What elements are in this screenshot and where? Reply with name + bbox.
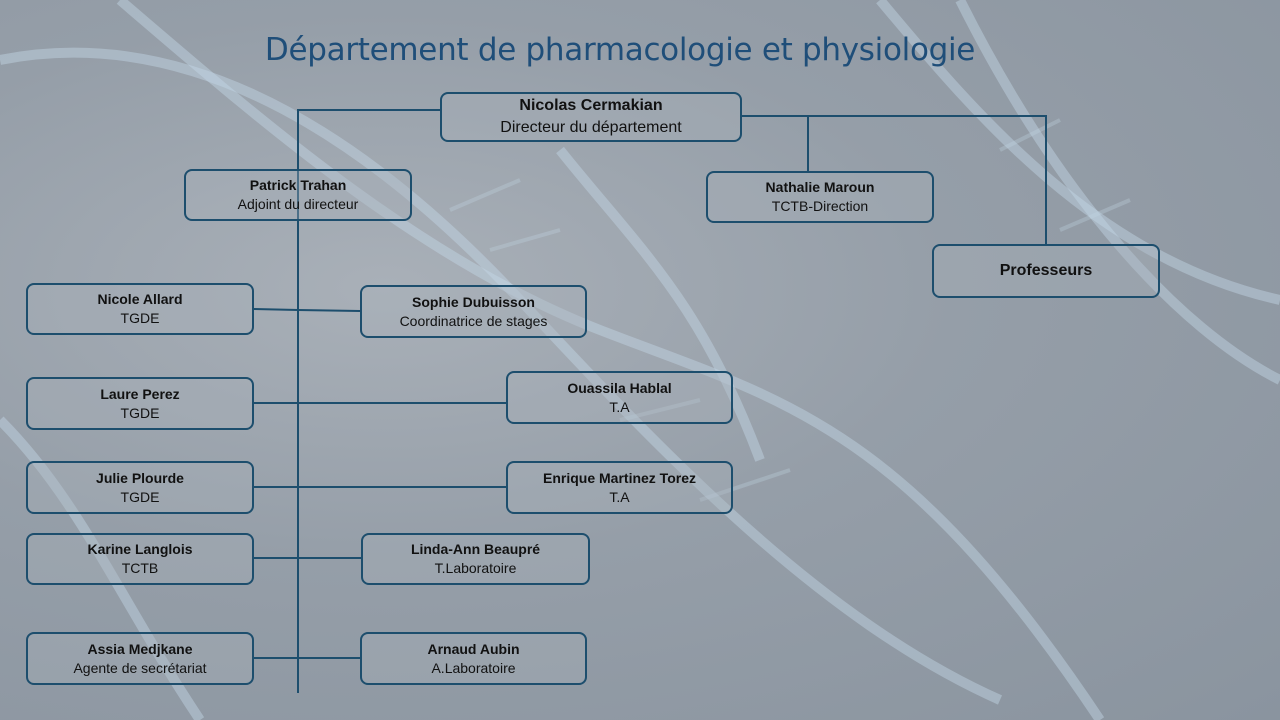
person-name: Sophie Dubuisson [412,293,535,310]
person-role: TGDE [120,488,160,505]
direction-staff-box: Nathalie Maroun TCTB-Direction [706,171,934,223]
staff-box: Laure Perez TGDE [26,377,254,430]
person-role: Directeur du département [500,119,682,136]
person-role: T.A [609,488,630,505]
person-name: Assia Medjkane [87,640,193,657]
person-role: TGDE [120,310,160,326]
staff-box: Assia Medjkane Agente de secrétariat [26,632,254,685]
person-role: Agente de secrétariat [73,659,207,676]
person-role: TGDE [120,404,160,421]
person-name: Nicolas Cermakian [519,97,663,114]
person-role: Adjoint du directeur [237,196,359,212]
person-name: Nathalie Maroun [765,179,875,195]
staff-box: Julie Plourde TGDE [26,461,254,514]
deputy-box: Patrick Trahan Adjoint du directeur [184,169,412,221]
person-role: A.Laboratoire [431,659,516,676]
person-role: T.Laboratoire [434,560,517,576]
director-box: Nicolas Cermakian Directeur du départeme… [440,92,742,142]
connector-row-1 [252,308,361,312]
person-name: Nicole Allard [97,291,183,307]
group-label: Professeurs [999,262,1093,279]
person-role: Coordinatrice de stages [399,312,548,329]
staff-box: Arnaud Aubin A.Laboratoire [360,632,587,685]
person-name: Karine Langlois [87,541,193,557]
person-role: TCTB [121,560,159,576]
person-role: TCTB-Direction [771,198,869,214]
person-role: T.A [609,398,630,415]
person-name: Linda-Ann Beaupré [410,541,541,557]
staff-box: Enrique Martinez Torez T.A [506,461,733,514]
staff-box: Nicole Allard TGDE [26,283,254,335]
person-name: Enrique Martinez Torez [543,469,696,486]
connector-director-deputy [297,109,440,693]
staff-box: Linda-Ann Beaupré T.Laboratoire [361,533,590,585]
person-name: Arnaud Aubin [427,640,520,657]
person-name: Laure Perez [100,385,180,402]
staff-box: Sophie Dubuisson Coordinatrice de stages [360,285,587,338]
person-name: Julie Plourde [96,469,184,486]
staff-box: Ouassila Hablal T.A [506,371,733,424]
staff-box: Karine Langlois TCTB [26,533,254,585]
connector-director-professors [742,115,1047,244]
page-title: Département de pharmacologie et physiolo… [264,32,976,68]
professors-box: Professeurs [932,244,1160,298]
person-name: Ouassila Hablal [567,379,672,396]
person-name: Patrick Trahan [249,177,347,193]
